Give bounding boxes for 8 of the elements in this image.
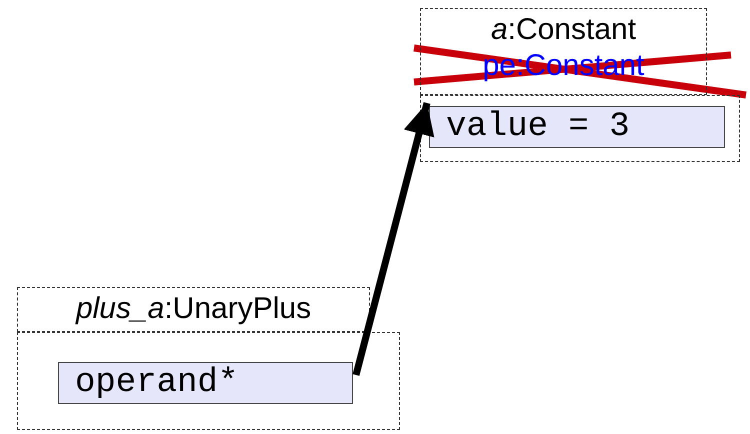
object-name: plus_a:UnaryPlus	[76, 291, 312, 327]
object-name: a:Constant	[490, 12, 636, 48]
object-body-box	[420, 95, 740, 162]
object-header-box	[17, 287, 370, 332]
attribute-field: operand*	[58, 362, 353, 404]
object-body-box	[17, 332, 400, 430]
attribute-field: value = 3	[429, 106, 725, 148]
arrow	[352, 102, 434, 376]
